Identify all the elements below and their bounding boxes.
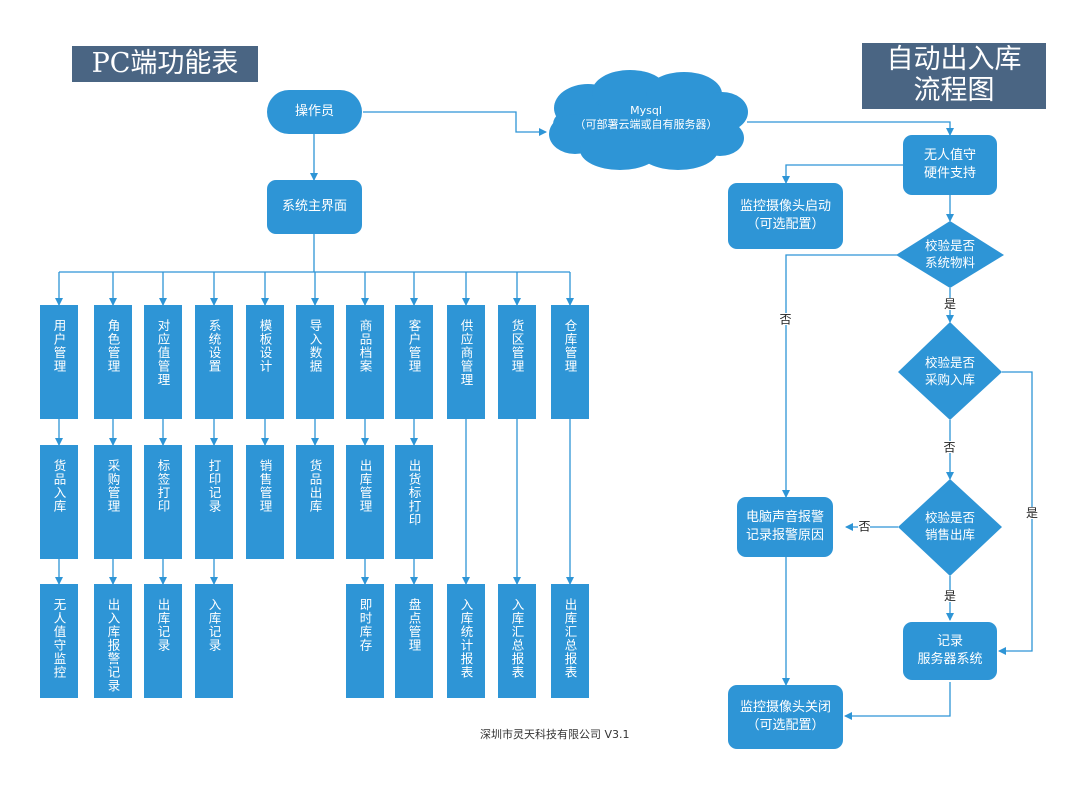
check-purchase-diamond <box>898 322 1002 420</box>
module-box-mid: 货品入库 <box>40 445 78 559</box>
module-box-mid: 采购管理 <box>94 445 132 559</box>
edge-material-alarm <box>782 254 897 498</box>
module-box-top: 角色管理 <box>94 305 132 419</box>
module-label: 即时库存 <box>357 598 373 652</box>
module-box-top: 系统设置 <box>195 305 233 419</box>
edge-unattended-camera <box>782 164 903 184</box>
module-label: 客户管理 <box>406 319 422 373</box>
module-label: 货品出库 <box>307 459 323 513</box>
module-box-top: 供应商管理 <box>447 305 485 419</box>
module-label: 货区管理 <box>509 319 525 373</box>
check-sales-label: 校验是否 销售出库 <box>924 510 975 542</box>
module-box-top: 客户管理 <box>395 305 433 419</box>
cloud-shape <box>549 70 748 170</box>
module-label: 对应值管理 <box>155 319 171 387</box>
module-box-mid: 销售管理 <box>246 445 284 559</box>
module-box-bottom: 即时库存 <box>346 584 384 698</box>
check-sales-diamond <box>898 479 1002 576</box>
module-box-bottom: 入库记录 <box>195 584 233 698</box>
module-label: 入库汇总报表 <box>509 598 525 679</box>
module-box-bottom: 出库汇总报表 <box>551 584 589 698</box>
unattended-hardware-node: 无人值守 硬件支持 <box>903 135 997 195</box>
module-label: 采购管理 <box>105 459 121 513</box>
module-label: 仓库管理 <box>562 319 578 373</box>
pc-tree-lines <box>55 134 574 585</box>
module-label: 导入数据 <box>307 319 323 373</box>
edge-label-sales-no: 否 <box>857 520 871 532</box>
record-server-node: 记录 服务器系统 <box>903 622 997 680</box>
module-box-bottom: 入库汇总报表 <box>498 584 536 698</box>
alarm-node: 电脑声音报警 记录报警原因 <box>737 497 833 557</box>
module-box-bottom: 盘点管理 <box>395 584 433 698</box>
camera-stop-node: 监控摄像头关闭 （可选配置） <box>728 685 843 749</box>
edge-label-purchase-yes: 是 <box>1026 506 1039 520</box>
module-box-bottom: 出库记录 <box>144 584 182 698</box>
module-box-top: 货区管理 <box>498 305 536 419</box>
module-box-mid: 出库管理 <box>346 445 384 559</box>
module-box-mid: 出货标打印 <box>395 445 433 559</box>
module-label: 出库汇总报表 <box>562 598 578 679</box>
module-box-mid: 打印记录 <box>195 445 233 559</box>
module-label: 打印记录 <box>206 459 222 513</box>
module-label: 出库记录 <box>155 598 171 652</box>
module-label: 用户管理 <box>51 319 67 373</box>
module-label: 销售管理 <box>257 459 273 513</box>
module-box-top: 导入数据 <box>296 305 334 419</box>
cloud-db-label: Mysql （可部署云端或自有服务器） <box>574 104 718 132</box>
edge-cloud-unattended <box>747 121 954 136</box>
auto-flow-title: 自动出入库 流程图 <box>862 43 1046 109</box>
edge-label-material-yes: 是 <box>944 297 957 311</box>
module-box-mid: 货品出库 <box>296 445 334 559</box>
module-label: 盘点管理 <box>406 598 422 652</box>
check-material-diamond <box>896 221 1004 288</box>
flow-lines <box>363 111 1033 720</box>
module-label: 货品入库 <box>51 459 67 513</box>
company-footer: 深圳市灵天科技有限公司 V3.1 <box>480 728 630 741</box>
module-box-bottom: 出入库报警记录 <box>94 584 132 698</box>
pc-function-title: PC端功能表 <box>72 46 258 82</box>
main-ui-node: 系统主界面 <box>267 180 362 234</box>
module-label: 出库管理 <box>357 459 373 513</box>
module-box-top: 对应值管理 <box>144 305 182 419</box>
camera-start-node: 监控摄像头启动 （可选配置） <box>728 183 843 249</box>
edge-label-sales-yes: 是 <box>944 589 957 603</box>
module-label: 无人值守监控 <box>51 598 67 679</box>
module-label: 出入库报警记录 <box>105 598 121 693</box>
module-box-top: 模板设计 <box>246 305 284 419</box>
module-box-top: 商品档案 <box>346 305 384 419</box>
module-box-top: 仓库管理 <box>551 305 589 419</box>
edge-operator-cloud <box>363 111 547 136</box>
module-label: 供应商管理 <box>458 319 474 387</box>
operator-node: 操作员 <box>267 90 362 134</box>
module-box-bottom: 无人值守监控 <box>40 584 78 698</box>
module-label: 模板设计 <box>257 319 273 373</box>
check-material-label: 校验是否 系统物料 <box>924 238 975 270</box>
module-label: 商品档案 <box>357 319 373 373</box>
module-label: 入库记录 <box>206 598 222 652</box>
module-label: 标签打印 <box>155 459 171 513</box>
module-box-bottom: 入库统计报表 <box>447 584 485 698</box>
edge-label-material-no: 否 <box>778 313 792 325</box>
module-label: 入库统计报表 <box>458 598 474 679</box>
module-label: 出货标打印 <box>406 459 422 527</box>
module-label: 系统设置 <box>206 319 222 373</box>
module-box-mid: 标签打印 <box>144 445 182 559</box>
module-label: 角色管理 <box>105 319 121 373</box>
module-box-top: 用户管理 <box>40 305 78 419</box>
edge-label-purchase-no: 否 <box>942 441 956 453</box>
check-purchase-label: 校验是否 采购入库 <box>924 355 975 387</box>
edge-record-camera-stop <box>844 682 951 720</box>
